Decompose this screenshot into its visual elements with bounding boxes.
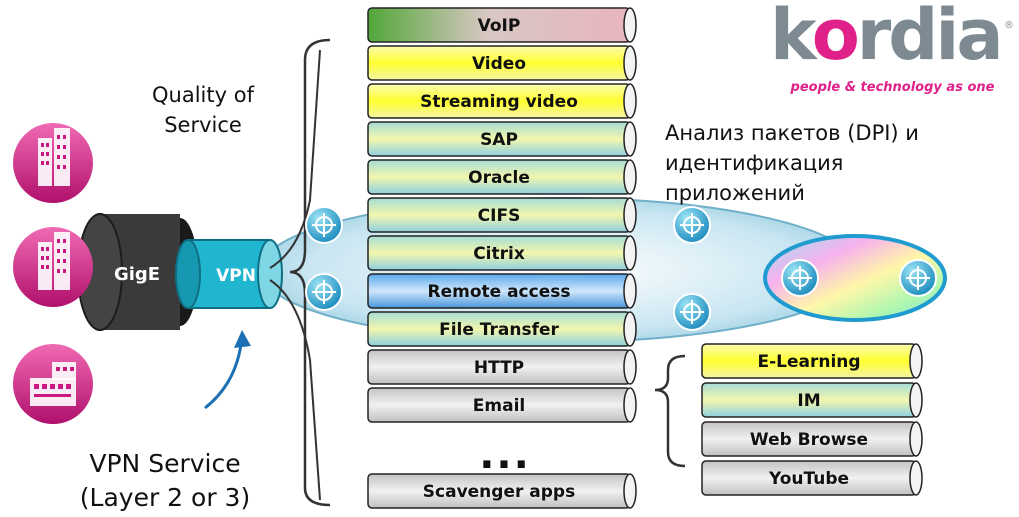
web-class-pipe: YouTube bbox=[701, 460, 923, 496]
kordia-logo: kordia bbox=[770, 0, 1004, 76]
traffic-class-label: Remote access bbox=[428, 282, 571, 302]
building-icon bbox=[13, 123, 93, 203]
factory-icon bbox=[13, 344, 93, 424]
traffic-class-label: Email bbox=[473, 396, 525, 416]
traffic-class-pipe: File Transfer bbox=[367, 311, 637, 347]
router-icon bbox=[899, 259, 937, 297]
dpi-label-line-1: Анализ пакетов (DPI) и bbox=[665, 121, 919, 145]
qos-label: Quality of Service bbox=[138, 80, 268, 140]
qos-label-line-2: Service bbox=[164, 113, 242, 137]
logo-letter-o: o bbox=[811, 0, 860, 76]
qos-label-line-1: Quality of bbox=[152, 83, 254, 107]
web-bracket bbox=[654, 354, 686, 468]
router-icon bbox=[673, 293, 711, 331]
web-class-label: YouTube bbox=[768, 469, 849, 489]
traffic-class-label: Citrix bbox=[473, 244, 525, 264]
rainbow-link-ellipse bbox=[763, 234, 947, 322]
dpi-label-line-2: идентификация bbox=[665, 151, 844, 175]
more-classes-ellipsis: ... bbox=[479, 432, 531, 478]
traffic-class-label: Streaming video bbox=[420, 92, 578, 112]
web-class-pipe: E-Learning bbox=[701, 343, 923, 379]
logo-letters-b: rdia bbox=[856, 0, 1004, 76]
switch-icon bbox=[305, 206, 343, 244]
traffic-class-label: Video bbox=[472, 54, 526, 74]
web-class-pipe: IM bbox=[701, 382, 923, 418]
traffic-class-pipe: Oracle bbox=[367, 159, 637, 195]
vpn-label: VPN bbox=[216, 266, 256, 286]
traffic-class-label: SAP bbox=[480, 130, 518, 150]
vpn-fan-lines bbox=[269, 49, 321, 501]
traffic-class-pipe: Video bbox=[367, 45, 637, 81]
traffic-class-pipe: SAP bbox=[367, 121, 637, 157]
traffic-class-label: Scavenger apps bbox=[423, 482, 575, 502]
traffic-class-pipe: CIFS bbox=[367, 197, 637, 233]
logo-tagline: people & technology as one bbox=[790, 80, 995, 95]
vpn-service-label: VPN Service (Layer 2 or 3) bbox=[50, 447, 280, 515]
dpi-label-line-3: приложений bbox=[665, 181, 805, 205]
qos-bracket bbox=[289, 38, 331, 507]
traffic-class-label: Oracle bbox=[468, 168, 530, 188]
traffic-class-pipe: Email bbox=[367, 387, 637, 423]
traffic-class-pipe: HTTP bbox=[367, 349, 637, 385]
traffic-class-label: VoIP bbox=[478, 16, 521, 36]
traffic-class-pipe: Scavenger apps bbox=[367, 473, 637, 509]
building-icon bbox=[13, 227, 93, 307]
traffic-class-pipe: Streaming video bbox=[367, 83, 637, 119]
web-class-label: E-Learning bbox=[757, 352, 860, 372]
web-class-pipe: Web Browse bbox=[701, 421, 923, 457]
network-nodes bbox=[305, 206, 937, 331]
vpn-service-label-line-1: VPN Service bbox=[89, 449, 241, 478]
router-icon bbox=[673, 206, 711, 244]
traffic-class-label: CIFS bbox=[478, 206, 521, 226]
logo-letters-a: k bbox=[770, 0, 815, 76]
vpn-pipe bbox=[175, 239, 283, 309]
traffic-class-pipe: Remote access bbox=[367, 273, 637, 309]
router-icon bbox=[305, 273, 343, 311]
traffic-class-pipe: VoIP bbox=[367, 7, 637, 43]
gige-pipe bbox=[77, 213, 198, 331]
traffic-class-pipe: Citrix bbox=[367, 235, 637, 271]
router-icon bbox=[781, 259, 819, 297]
vpn-service-label-line-2: (Layer 2 or 3) bbox=[79, 483, 251, 512]
traffic-class-label: HTTP bbox=[474, 358, 524, 378]
web-class-label: Web Browse bbox=[750, 430, 868, 450]
logo-registered-mark: ® bbox=[1004, 20, 1014, 31]
traffic-class-label: File Transfer bbox=[439, 320, 559, 340]
gige-label: GigE bbox=[114, 264, 160, 285]
dpi-label: Анализ пакетов (DPI) и идентификация при… bbox=[665, 118, 985, 208]
web-class-label: IM bbox=[797, 391, 820, 411]
vpn-arrow-head bbox=[234, 330, 251, 348]
